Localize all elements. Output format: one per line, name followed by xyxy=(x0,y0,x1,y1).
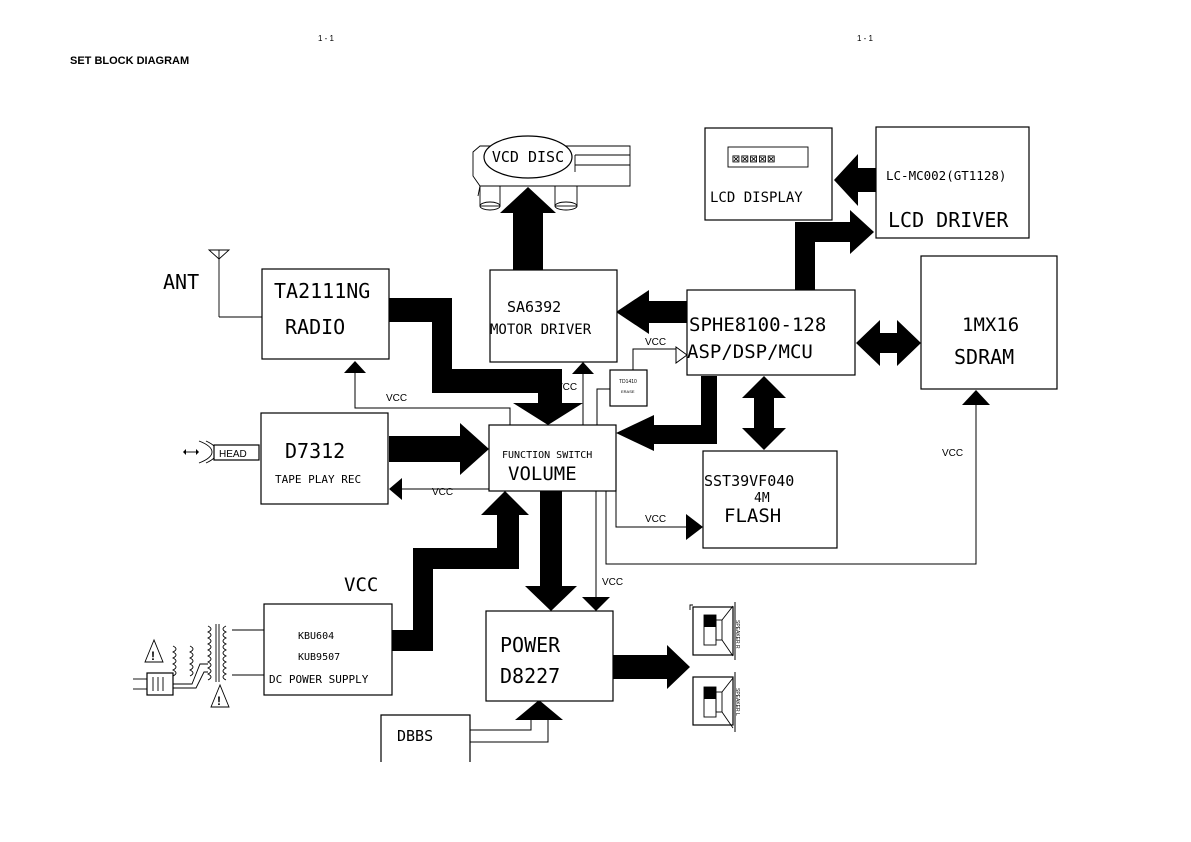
sdram-block: 1MX16 SDRAM xyxy=(920,255,1058,390)
page-number-right: 1 - 1 xyxy=(857,34,874,43)
vcd-disc: VCD DISC xyxy=(472,135,631,211)
small-ic-label: ERASE xyxy=(621,389,635,394)
flash-label: FLASH xyxy=(724,505,781,527)
thick-arrows xyxy=(389,154,921,689)
volume-label: VOLUME xyxy=(508,463,577,485)
vcc-label-tape: VCC xyxy=(432,487,453,498)
lcd-display-label: LCD DISPLAY xyxy=(710,190,803,206)
vcc-label-psu: VCC xyxy=(344,574,378,596)
arrow-cpu-flash xyxy=(742,376,786,450)
power-block: POWER D8227 xyxy=(485,610,614,702)
dbbs-label: DBBS xyxy=(397,727,433,745)
motor-label: MOTOR DRIVER xyxy=(490,322,592,338)
lcd-segment-icon: ⊠⊠⊠⊠⊠ xyxy=(732,152,776,167)
arrow-radio-to-function xyxy=(389,298,583,425)
warning-icon xyxy=(144,638,164,663)
radio-block: TA2111NG RADIO xyxy=(261,268,390,360)
svg-text:!: ! xyxy=(217,694,221,708)
cpu-part: SPHE8100-128 xyxy=(689,314,826,336)
ant-label: ANT xyxy=(163,270,199,294)
psu-part2: KUB9507 xyxy=(298,652,340,663)
tape-part: D7312 xyxy=(285,439,345,463)
motor-driver-block: SA6392 MOTOR DRIVER xyxy=(489,269,618,363)
arrow-cpu-to-motor xyxy=(616,290,687,334)
function-volume-block: FUNCTION SWITCH VOLUME xyxy=(488,424,617,492)
lcd-driver-block: LC-MC002(GT1128) LCD DRIVER xyxy=(875,126,1030,239)
flash-size: 4M xyxy=(754,491,770,506)
tape-label: TAPE PLAY REC xyxy=(275,473,361,486)
arrow-power-to-speakers xyxy=(612,645,690,689)
vcc-label-flash: VCC xyxy=(645,514,666,525)
antenna: ANT xyxy=(163,249,262,318)
radio-label: RADIO xyxy=(285,315,345,339)
flash-part: SST39VF040 xyxy=(704,472,794,490)
dc-power-supply-block: KBU604 KUB9507 DC POWER SUPPLY xyxy=(263,603,393,696)
power-part: D8227 xyxy=(500,664,560,688)
transformer-plug: ! ! xyxy=(133,624,264,708)
motor-part: SA6392 xyxy=(507,298,561,316)
psu-label: DC POWER SUPPLY xyxy=(269,673,369,686)
head-label: HEAD xyxy=(219,449,247,460)
arrow-cpu-to-lcddriver xyxy=(795,210,874,291)
power-label: POWER xyxy=(500,633,561,657)
arrow-motor-to-disc xyxy=(500,187,556,271)
radio-part: TA2111NG xyxy=(274,279,370,303)
vcc-label-cpu: VCC xyxy=(645,337,666,348)
small-ic: TD1410 ERASE xyxy=(609,369,648,407)
function-label: FUNCTION SWITCH xyxy=(502,450,592,461)
flash-block: SST39VF040 4M FLASH xyxy=(702,450,838,549)
lcd-display-block: ⊠⊠⊠⊠⊠ LCD DISPLAY xyxy=(704,127,833,221)
lcd-driver-label: LCD DRIVER xyxy=(888,208,1009,232)
warning-icon-2 xyxy=(210,683,230,708)
arrow-cpu-sdram xyxy=(856,320,921,366)
dbbs-block: DBBS xyxy=(380,714,471,762)
psu-part1: KBU604 xyxy=(298,631,334,642)
speaker-r-label: SPEAKER R xyxy=(734,620,740,649)
page-title: SET BLOCK DIAGRAM xyxy=(70,55,189,67)
tape-block: D7312 TAPE PLAY REC xyxy=(260,412,389,505)
vcc-label-power: VCC xyxy=(602,577,623,588)
vcc-labels: VCC VCC VCC VCC VCC VCC VCC VCC xyxy=(344,337,963,596)
vcc-wires xyxy=(344,346,990,743)
small-ic-part: TD1410 xyxy=(619,379,637,385)
sdram-label: SDRAM xyxy=(954,345,1014,369)
svg-text:!: ! xyxy=(151,649,155,663)
arrow-function-to-power xyxy=(525,491,577,611)
vcc-label-radio: VCC xyxy=(386,393,407,404)
vcc-label-sdram: VCC xyxy=(942,448,963,459)
arrow-lcddriver-to-display xyxy=(834,154,876,206)
cpu-block: SPHE8100-128 ASP/DSP/MCU xyxy=(686,289,856,376)
sdram-part: 1MX16 xyxy=(962,314,1019,336)
page-number-left: 1 - 1 xyxy=(318,34,335,43)
vcc-label-motor: VCC xyxy=(556,382,577,393)
arrow-psu-to-function xyxy=(392,491,529,651)
svg-text:⊠⊠⊠⊠⊠: ⊠⊠⊠⊠⊠ xyxy=(732,152,776,167)
speakers: SPEAKER R SPEAKER L xyxy=(689,602,740,732)
cpu-label: ASP/DSP/MCU xyxy=(687,341,813,363)
arrow-cpu-to-function xyxy=(616,376,717,451)
arrow-tape-to-function xyxy=(389,423,489,475)
tape-head: HEAD xyxy=(183,440,260,464)
vcd-disc-label: VCD DISC xyxy=(492,148,564,166)
speaker-l-label: SPEAKER L xyxy=(734,688,740,716)
lcd-driver-part: LC-MC002(GT1128) xyxy=(886,168,1006,183)
